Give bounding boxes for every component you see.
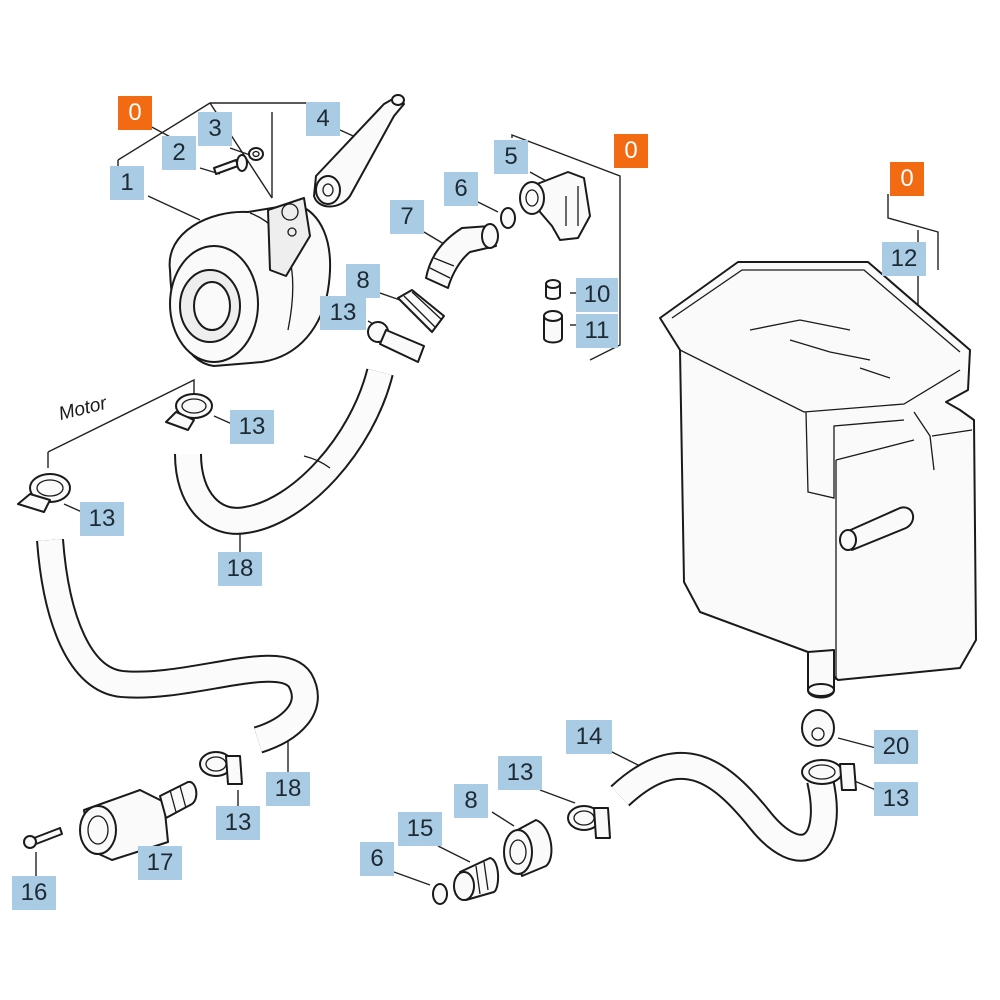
screw-part-16 (23, 827, 63, 849)
callout-10: 10 (576, 278, 618, 312)
group-callout-0-left: 0 (118, 96, 152, 130)
callout-3: 3 (198, 112, 232, 146)
lever-part-4 (313, 94, 405, 208)
callout-20: 20 (874, 730, 918, 764)
callout-2: 2 (162, 136, 196, 170)
o-ring-part-6 (500, 207, 516, 229)
callout-11: 11 (576, 314, 618, 348)
callout-13: 13 (230, 410, 274, 444)
callout-7: 7 (390, 200, 424, 234)
callout-18: 18 (218, 552, 262, 586)
hose-clamp-part-13-a (165, 393, 213, 431)
cap-part-10 (545, 279, 561, 300)
pump-housing-part-1 (168, 197, 332, 367)
hose-part-18-upper (174, 368, 394, 535)
callout-8: 8 (454, 784, 488, 818)
connector-part-5 (519, 171, 591, 241)
callout-16: 16 (12, 876, 56, 910)
plug-part-11 (543, 310, 563, 344)
callout-13: 13 (498, 756, 542, 790)
callout-17: 17 (138, 846, 182, 880)
callout-15: 15 (398, 812, 442, 846)
fitting-part-15 (453, 857, 500, 901)
elbow-tube-part-7 (425, 223, 499, 289)
callout-6: 6 (360, 842, 394, 876)
callout-13: 13 (874, 782, 918, 816)
tank-part-12 (659, 261, 977, 699)
group-callout-0-right: 0 (890, 162, 924, 196)
hose-clamp-part-13-d (567, 805, 611, 839)
callout-13: 13 (80, 502, 124, 536)
threaded-nut-part-8 (397, 289, 445, 333)
callout-13: 13 (320, 296, 366, 330)
nut-part-8-lower (503, 819, 553, 877)
callout-1: 1 (110, 166, 144, 200)
leader-lines (35, 102, 939, 886)
callout-6: 6 (444, 172, 478, 206)
o-ring-part-6-lower (432, 883, 448, 905)
washer-part-3 (248, 147, 264, 161)
callout-5: 5 (494, 140, 528, 174)
hose-fitting-part-13 (367, 321, 425, 363)
callout-8: 8 (346, 264, 380, 298)
screw-part-2 (213, 154, 248, 175)
hose-part-18-lower (36, 538, 319, 754)
callout-14: 14 (566, 720, 612, 754)
fitting-part-17 (79, 780, 198, 861)
hose-clamp-part-13-b (17, 473, 71, 513)
hose-clamp-part-13-e (801, 759, 857, 791)
group-callout-0-middle: 0 (614, 134, 648, 168)
cap-part-20 (801, 709, 835, 747)
callout-12: 12 (882, 242, 926, 276)
callout-4: 4 (306, 102, 340, 136)
callout-13: 13 (216, 806, 260, 840)
callout-18: 18 (266, 772, 310, 806)
hose-part-14 (610, 751, 838, 862)
hose-clamp-part-13-c (199, 751, 243, 785)
